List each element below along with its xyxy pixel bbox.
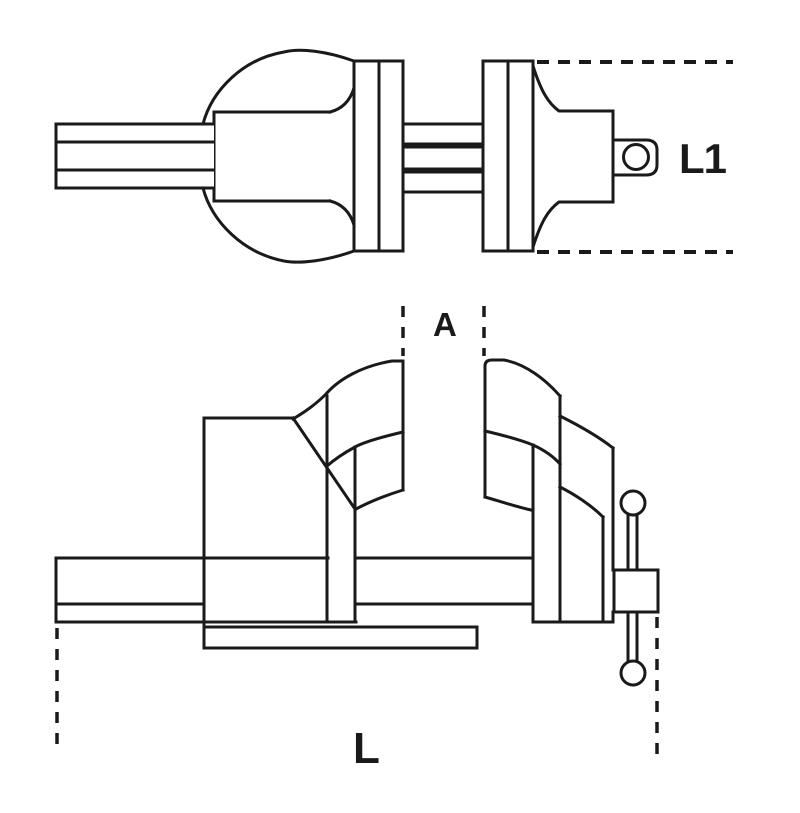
dimension-label-a: A — [433, 306, 457, 343]
right-jaw-lower-curve — [483, 495, 533, 512]
swivel-body-lower-arc — [201, 186, 356, 264]
right-jaw-mid-curve — [483, 429, 563, 467]
guide-bar-bottom — [401, 170, 485, 194]
swivel-body-upper-arc — [201, 48, 356, 126]
left-jaw-lower-curve — [353, 488, 405, 512]
tommy-bar-ball-top — [619, 489, 647, 517]
guide-bar-top — [401, 122, 485, 146]
top-view — [54, 48, 733, 264]
screw-head-block — [612, 568, 660, 614]
handle-bar-outline — [54, 122, 215, 190]
right-jaw-top-curve — [483, 358, 563, 399]
body-front-chamfer — [290, 415, 358, 512]
tang-hole — [622, 143, 650, 171]
left-jaw-top-curve — [290, 359, 405, 422]
tommy-bar-ball-bottom — [619, 659, 647, 687]
left-jaw-mid-curve — [324, 430, 405, 469]
jaw-block-top-fillet — [328, 86, 356, 114]
dimension-label-l: L — [353, 724, 380, 773]
jaw-block-bottom-fillet — [328, 199, 356, 227]
right-jaw-outer-curve-1 — [557, 413, 616, 451]
screw-bar-middle — [401, 145, 485, 171]
dimension-label-l1: L1 — [679, 135, 727, 182]
right-jaw-outer-curve-2 — [557, 484, 606, 520]
handle-bar-fill — [56, 124, 214, 188]
jaw-block-fill — [214, 112, 354, 201]
rear-body — [531, 65, 615, 248]
side-view — [54, 306, 660, 757]
